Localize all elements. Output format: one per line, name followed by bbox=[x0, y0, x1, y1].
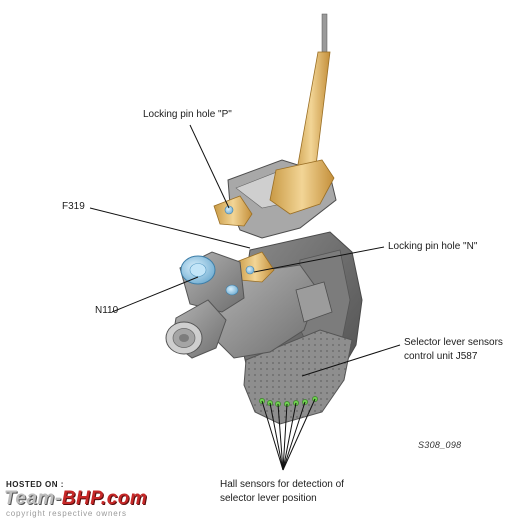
label-hall-sensors-line1: Hall sensors for detection of bbox=[220, 479, 344, 490]
label-locking-pin-hole-p: Locking pin hole "P" bbox=[143, 109, 232, 120]
lever-head bbox=[269, 159, 335, 215]
watermark-brand: Team-BHP.com bbox=[4, 488, 147, 510]
watermark-brand-prefix: Team- bbox=[4, 488, 62, 509]
solenoid-n110 bbox=[179, 251, 245, 313]
label-selector-sensors-line2: control unit J587 bbox=[404, 351, 478, 362]
watermark-hosted-on: HOSTED ON : bbox=[6, 480, 64, 489]
label-f319: F319 bbox=[62, 201, 85, 212]
locking-pin-hole-n bbox=[245, 265, 255, 275]
lever-tip bbox=[321, 13, 328, 53]
label-hall-sensors: Hall sensors for detection of selector l… bbox=[220, 478, 344, 506]
label-locking-pin-hole-n: Locking pin hole "N" bbox=[388, 241, 478, 252]
watermark: HOSTED ON : Team-BHP.com copyright respe… bbox=[4, 480, 204, 518]
watermark-copyright: copyright respective owners bbox=[6, 509, 127, 518]
label-selector-sensors: Selector lever sensors control unit J587 bbox=[404, 336, 503, 364]
label-n110: N110 bbox=[95, 305, 119, 316]
figure-reference: S308_098 bbox=[418, 440, 462, 450]
side-connector bbox=[295, 281, 333, 323]
watermark-brand-domain: BHP.com bbox=[61, 488, 148, 509]
label-selector-sensors-line1: Selector lever sensors bbox=[404, 337, 503, 348]
label-hall-sensors-line2: selector lever position bbox=[220, 493, 317, 504]
locking-pin-hole-p bbox=[224, 205, 234, 215]
electrical-connector bbox=[165, 299, 227, 359]
leader-lines bbox=[89, 124, 401, 471]
